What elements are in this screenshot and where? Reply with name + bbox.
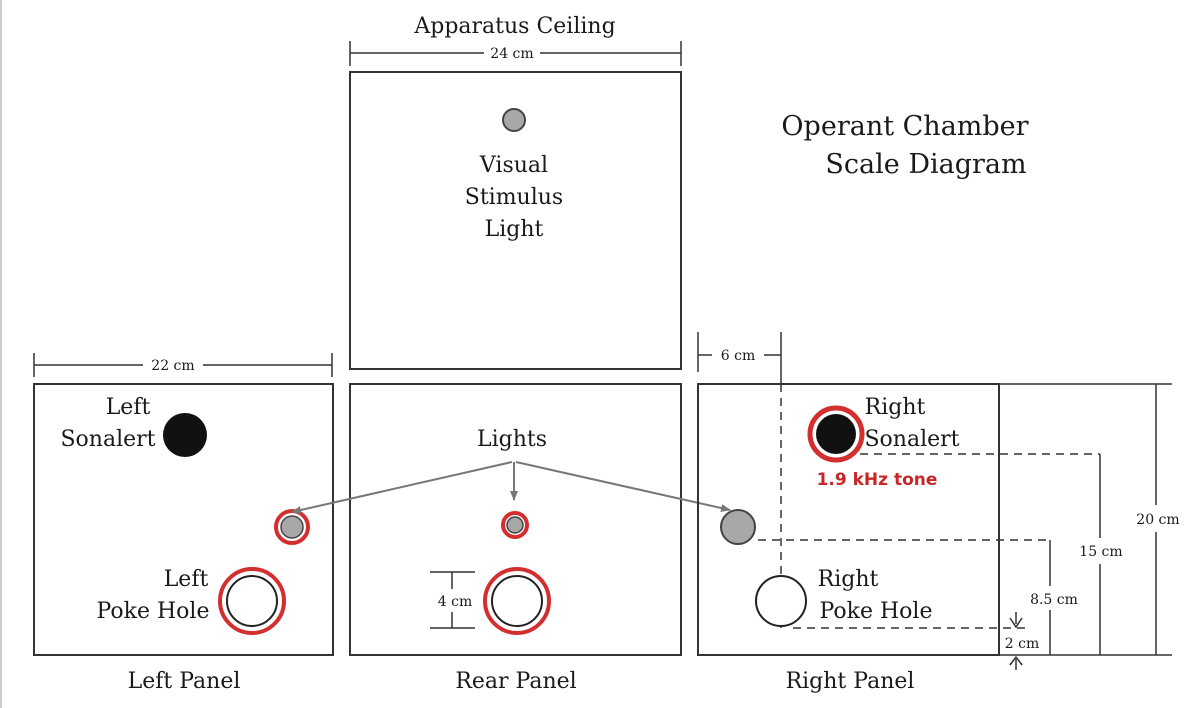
hole-height-arrow-top: [1009, 617, 1023, 629]
height-dim: 20 cm: [1136, 512, 1179, 528]
tone-label: 1.9 kHz tone: [817, 470, 938, 490]
rear-poke-highlight: [483, 567, 551, 635]
right-sonalert: [816, 414, 856, 454]
ceiling-label: Apparatus Ceiling: [413, 14, 615, 39]
ceiling-group: Apparatus Ceiling 24 cm Visual Stimulus …: [349, 14, 682, 370]
left-panel-group: 22 cm Left Sonalert Left Poke Hole Left …: [33, 353, 334, 694]
arrow-to-right-light: [515, 461, 731, 512]
rear-poke-hole: [491, 575, 543, 627]
right-sonalert-label-line2: Sonalert: [864, 427, 959, 452]
left-poke-hole: [226, 575, 278, 627]
left-poke-label-line1: Left: [164, 567, 209, 592]
right-light: [720, 509, 756, 545]
left-sonalert-label-line2: Sonalert: [60, 427, 155, 452]
rear-panel-label: Rear Panel: [455, 669, 576, 694]
stimulus-label-line2: Stimulus: [465, 185, 563, 210]
left-poke-label-line2: Poke Hole: [97, 599, 210, 624]
left-panel: [33, 383, 334, 656]
hole-height-arrow-bottom: [1009, 655, 1023, 666]
left-width-dim: 22 cm: [151, 358, 194, 374]
right-panel: [697, 383, 1000, 656]
ceiling-width-dim: 24 cm: [490, 46, 533, 62]
right-poke-label-line1: Right: [818, 567, 879, 592]
right-poke-hole: [755, 575, 807, 627]
left-sonalert: [163, 413, 207, 457]
sonalert-height-dim: 15 cm: [1079, 544, 1122, 560]
diagram-title-line1: Operant Chamber: [781, 111, 1028, 142]
right-panel-label: Right Panel: [786, 669, 915, 694]
rear-panel: [349, 383, 682, 656]
rear-panel-group: Lights 4 cm Rear Panel: [291, 383, 731, 694]
visual-stimulus-light: [502, 108, 526, 132]
left-light: [280, 515, 304, 539]
diagram-title-line2: Scale Diagram: [825, 149, 1026, 180]
hole-height-dim: 2 cm: [1005, 636, 1039, 652]
ceiling-panel: [349, 71, 682, 370]
rear-light: [506, 516, 524, 534]
left-panel-label: Left Panel: [128, 669, 241, 694]
lights-label: Lights: [477, 427, 547, 452]
rear-hole-dim: 4 cm: [438, 594, 472, 610]
arrow-to-left-light: [291, 461, 513, 514]
right-panel-group: 6 cm Right Sonalert 1.9 kHz tone Right P…: [697, 332, 1180, 694]
rear-light-highlight: [501, 511, 529, 539]
right-sonalert-label-line1: Right: [865, 395, 926, 420]
left-sonalert-label-line1: Left: [106, 395, 151, 420]
left-poke-highlight: [218, 567, 286, 635]
light-height-dim: 8.5 cm: [1030, 592, 1078, 608]
stimulus-label-line3: Light: [485, 217, 544, 242]
right-offset-dim: 6 cm: [721, 348, 755, 364]
stimulus-label-line1: Visual: [479, 153, 548, 178]
right-poke-label-line2: Poke Hole: [820, 599, 933, 624]
right-sonalert-highlight: [807, 405, 865, 463]
